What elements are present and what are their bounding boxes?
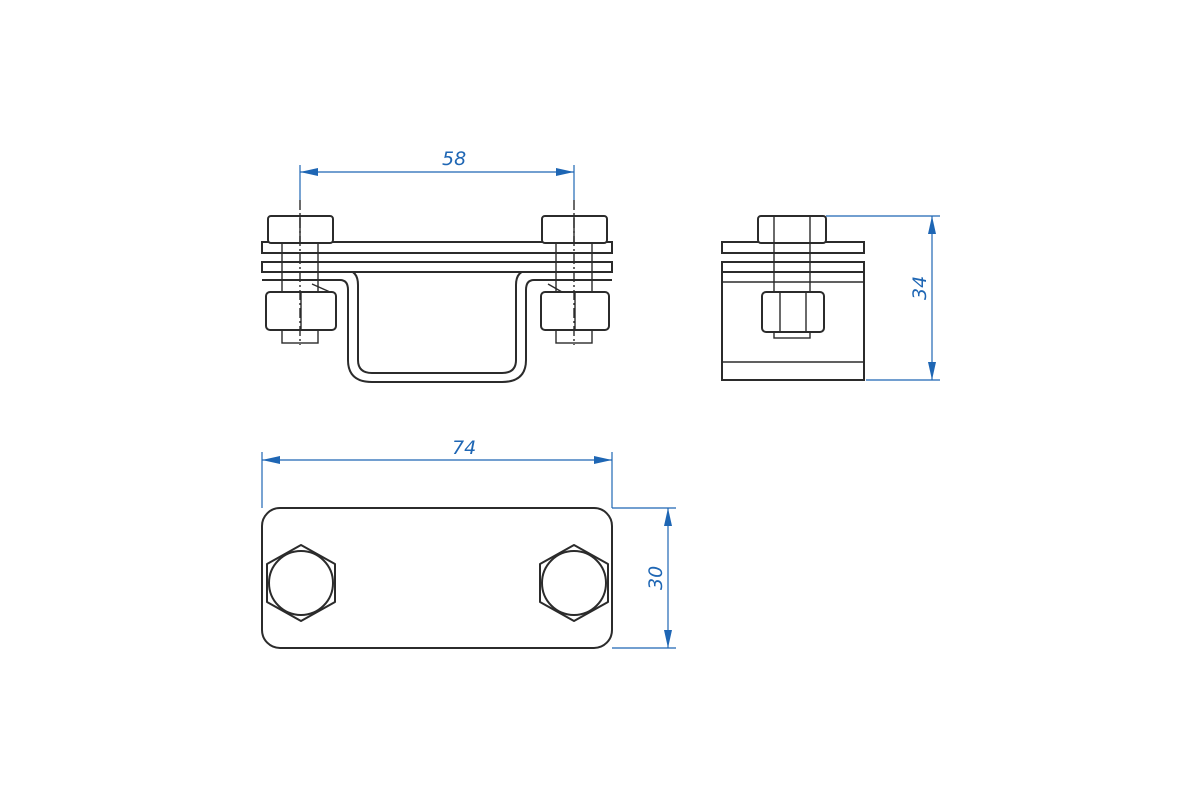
plan-plate <box>261 507 613 649</box>
plan-left-hex <box>266 544 336 622</box>
front-saddle-inner <box>262 279 612 383</box>
front-right-bolt <box>540 215 610 344</box>
dim-label-74: 74 <box>452 437 476 459</box>
front-top-plate <box>261 241 613 254</box>
front-view <box>261 200 613 383</box>
front-saddle <box>262 269 612 374</box>
side-middle-plate <box>721 261 865 273</box>
side-view <box>721 215 865 381</box>
plan-right-hex <box>539 544 609 622</box>
front-left-bolt <box>265 215 337 344</box>
dim-label-58: 58 <box>442 148 466 170</box>
dimension-bolt-spacing: 58 <box>299 148 575 200</box>
dim-label-30: 30 <box>645 566 667 590</box>
dim-label-34: 34 <box>909 276 931 300</box>
plan-view <box>261 507 613 649</box>
dimension-width: 30 <box>612 507 676 649</box>
front-middle-plate <box>261 261 613 273</box>
dimension-height: 34 <box>826 215 940 381</box>
dimension-length: 74 <box>261 437 613 508</box>
